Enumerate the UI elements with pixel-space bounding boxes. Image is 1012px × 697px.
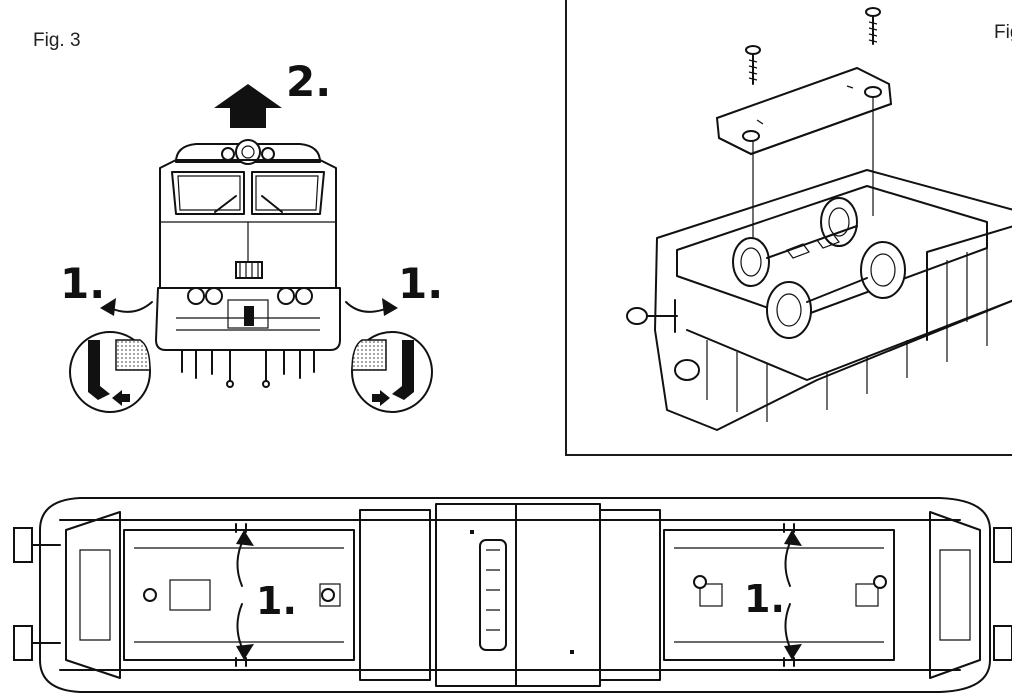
- bogie-chassis: [626, 169, 1012, 431]
- locomotive-front-view: [155, 139, 341, 388]
- left-up-arrow: [236, 537, 245, 587]
- right-down-arrow: [784, 603, 793, 653]
- figure-5-panel: 1. 1.: [0, 490, 1012, 697]
- step-1-right-label: 1.: [398, 259, 443, 308]
- right-up-arrow: [784, 537, 793, 587]
- right-up-arrowhead: [784, 530, 802, 546]
- right-detail-circle: [351, 331, 433, 413]
- lift-up-arrow: [214, 84, 282, 128]
- figure-4-drawing: Fig: [626, 7, 1012, 431]
- bogie-cover-plate: [715, 66, 893, 156]
- left-down-arrowhead: [236, 644, 254, 660]
- screw-left: [745, 45, 761, 85]
- left-pull-arrowhead: [100, 298, 116, 316]
- fig5-step-1-right-label: 1.: [744, 577, 785, 621]
- right-pull-arrowhead: [382, 298, 398, 316]
- figure-3-panel: Fig. 3 2.: [0, 0, 560, 460]
- step-2-label: 2.: [286, 57, 331, 106]
- right-pull-arrow: [345, 301, 389, 313]
- step-1-left-label: 1.: [60, 259, 105, 308]
- fig5-step-1-left-label: 1.: [256, 579, 297, 623]
- left-down-arrow: [236, 603, 245, 653]
- locomotive-top-view: [13, 497, 1012, 693]
- figure-3-label: Fig. 3: [33, 30, 81, 51]
- screw-right: [865, 7, 881, 45]
- figure-5-drawing: 1. 1.: [13, 497, 1012, 693]
- left-pull-arrow: [109, 301, 153, 313]
- left-up-arrowhead: [236, 530, 254, 546]
- left-detail-circle: [69, 331, 151, 413]
- figure-4-label: Fig: [994, 22, 1012, 43]
- figure-3-drawing: Fig. 3 2.: [33, 30, 443, 413]
- right-down-arrowhead: [784, 644, 802, 660]
- figure-4-panel: Fig: [565, 0, 1012, 456]
